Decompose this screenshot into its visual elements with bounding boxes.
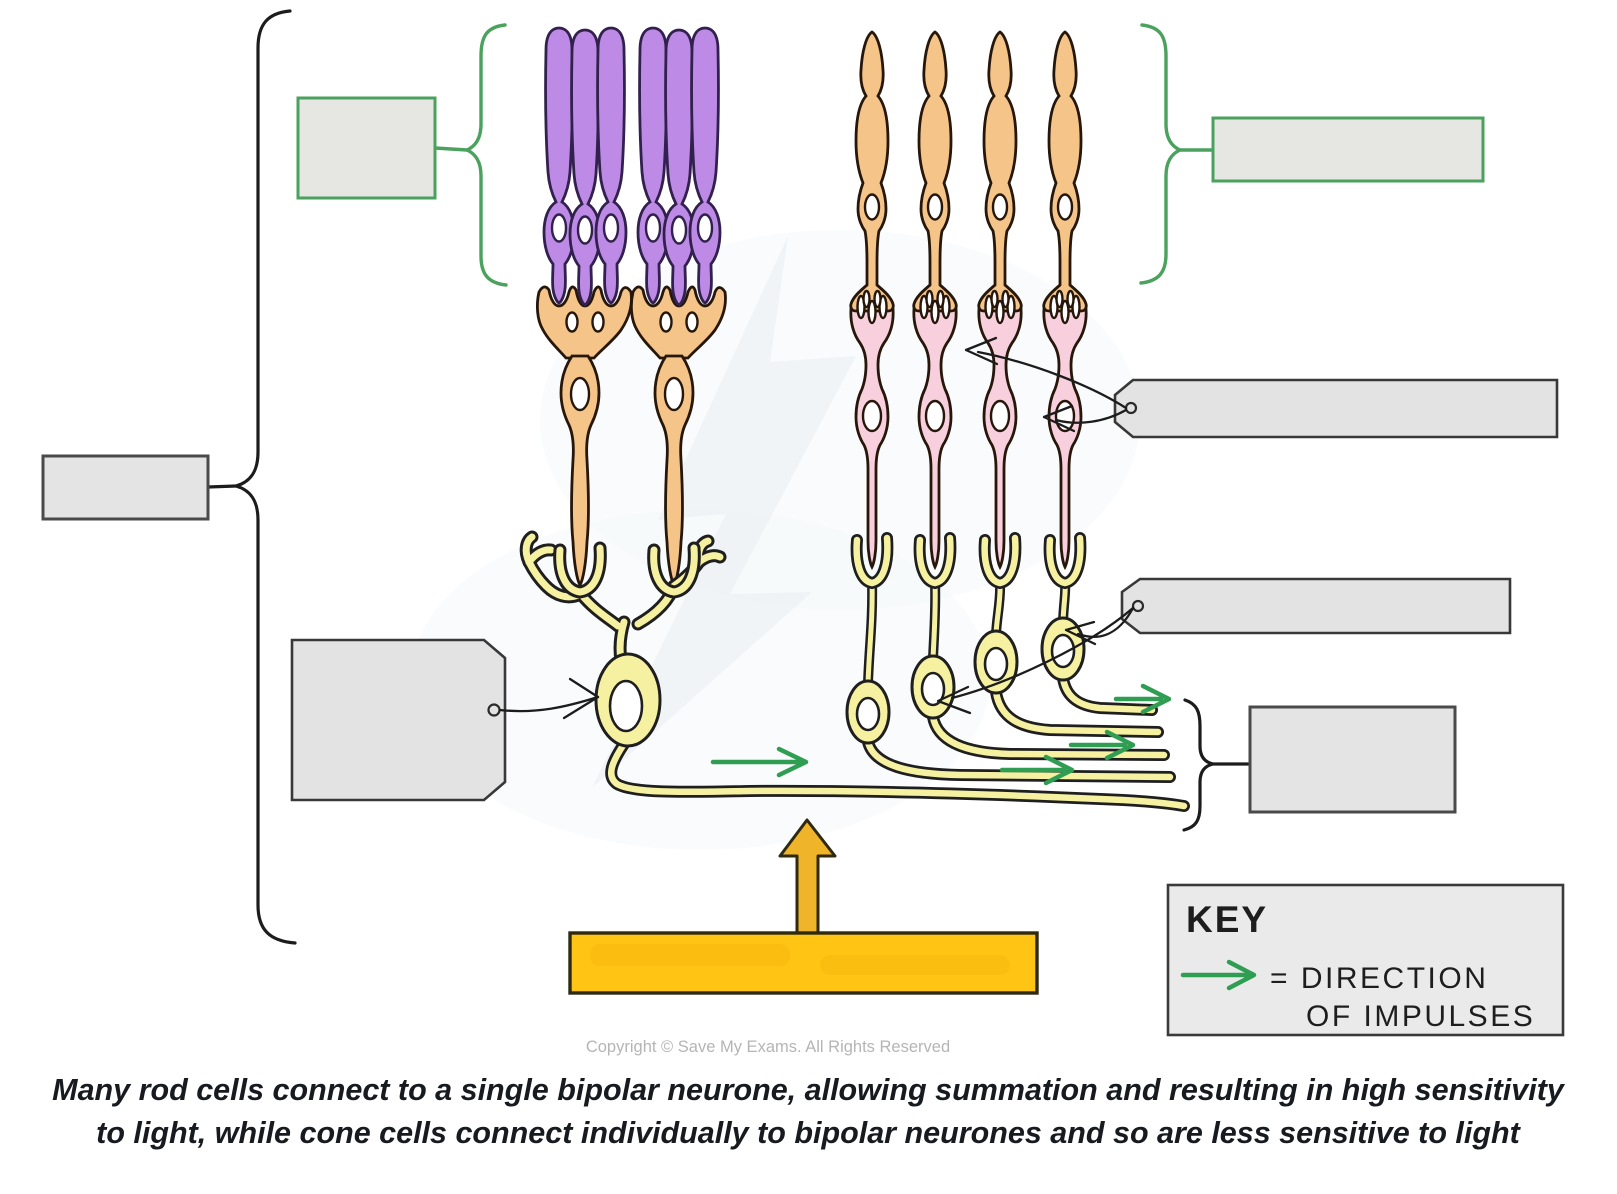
caption-line-2: to light, while cone cells connect indiv… (96, 1116, 1521, 1150)
bipolar-neurone-left-label-box[interactable] (290, 638, 507, 802)
bipolar-neurone-left-pointer-arrow (498, 677, 600, 720)
rod-cells-label-box[interactable] (296, 96, 437, 200)
cone-cells-label-box[interactable] (1211, 116, 1485, 183)
key-direction-arrow-icon (1180, 959, 1257, 991)
light-direction (568, 818, 1039, 995)
ganglion-cells-label-box[interactable] (1120, 577, 1512, 635)
retina-brace (206, 9, 297, 945)
caption: Many rod cells connect to a single bipol… (52, 1073, 1566, 1150)
light-label-bar[interactable] (568, 931, 1039, 995)
bipolar-neurones-pointer-arrows (964, 336, 1128, 433)
key-direction-line1: = DIRECTION (1270, 962, 1488, 995)
impulse-direction-arrows (710, 683, 1172, 786)
key-title: KEY (1186, 899, 1268, 940)
bipolar-neurones-label-box[interactable] (1113, 378, 1559, 439)
ganglion-cells-pointer-arrows (936, 606, 1135, 715)
key-direction-line2: OF IMPULSES (1306, 1000, 1535, 1033)
rod-ganglion-neurone (519, 530, 1190, 812)
retina-label-box[interactable] (41, 454, 210, 521)
copyright-text: Copyright © Save My Exams. All Rights Re… (586, 1038, 950, 1056)
cone-ganglion-cells (845, 538, 1176, 783)
rod-cells-brace (433, 23, 508, 287)
optic-nerve-brace (1182, 698, 1252, 832)
cone-cells-brace (1139, 23, 1215, 285)
caption-line-1: Many rod cells connect to a single bipol… (52, 1073, 1566, 1107)
optic-nerve-label-box[interactable] (1248, 705, 1457, 814)
key-box: KEY = DIRECTION OF IMPULSES (1166, 883, 1565, 1037)
